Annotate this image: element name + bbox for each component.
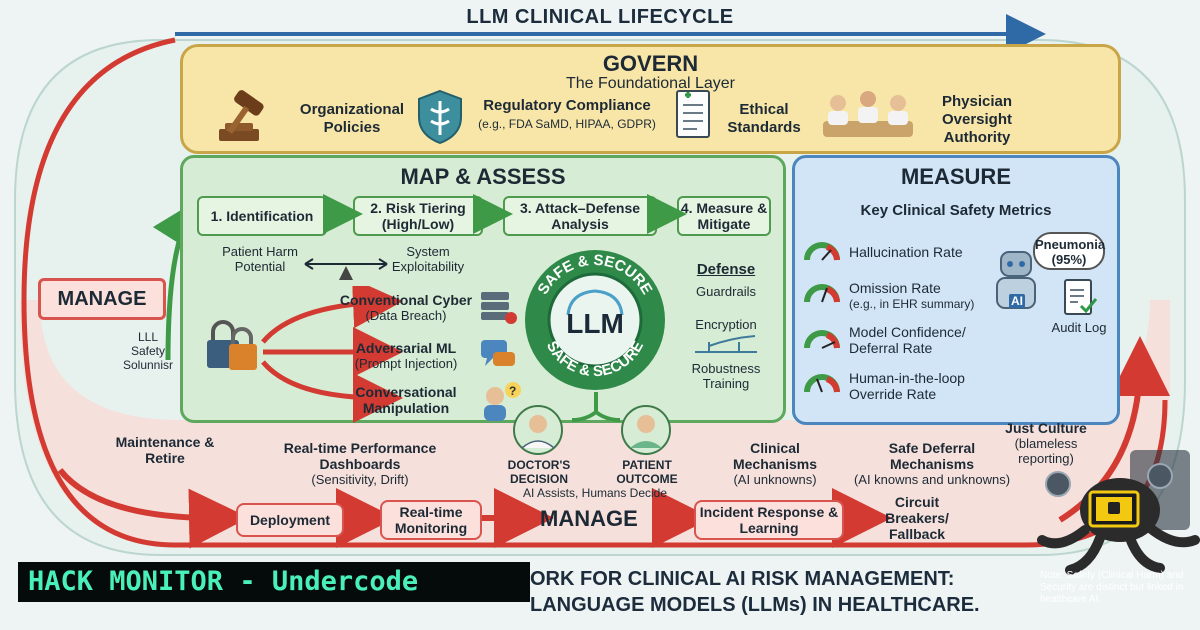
maintenance-label: Maintenance & Retire xyxy=(115,434,215,466)
patient-outcome-label: PATIENT OUTCOME xyxy=(616,458,678,486)
threat-arrows xyxy=(261,286,403,423)
defense-block: Defense Guardrails Encryption Robustness… xyxy=(678,261,774,392)
lock-caption: LLL Safety Solunnisr xyxy=(122,330,174,372)
footer-line-1: ORK FOR CLINICAL AI RISK MANAGEMENT: xyxy=(530,568,955,590)
threat-cyber-sub: (Data Breach) xyxy=(365,308,447,323)
physician-team-icon xyxy=(823,91,913,137)
doctor-decision-label: DOCTOR'S DECISION xyxy=(507,458,571,486)
decision-down-arrow xyxy=(571,392,621,422)
doctor-avatar xyxy=(513,405,563,455)
assist-caption: AI Assists, Humans Decide xyxy=(522,486,668,500)
balance-left-label: Patient Harm Potential xyxy=(222,244,298,274)
footer-title: ORK FOR CLINICAL AI RISK MANAGEMENT: LAN… xyxy=(530,566,1030,618)
audit-log-icon xyxy=(1064,279,1098,315)
hacker-octopus-logo xyxy=(1037,450,1200,575)
chat-bubble-icon xyxy=(481,340,515,366)
threat-adversarial-title: Adversarial ML xyxy=(355,340,457,356)
footer-note: Note: Safety (Clinical Harm) and Securit… xyxy=(1040,570,1184,605)
gauge-icon-hallucination xyxy=(804,242,840,261)
server-icon xyxy=(481,292,517,324)
safe-deferral: Safe Deferral Mechanisms (AI knowns and … xyxy=(852,440,1012,487)
deferral-title: Safe Deferral Mechanisms xyxy=(888,440,976,472)
threat-conversational: Conversational Manipulation xyxy=(331,384,481,416)
clinical-mechanisms: Clinical Mechanisms (AI unknowns) xyxy=(710,440,840,487)
shield-caduceus-icon xyxy=(418,89,462,145)
flow-deployment: Deployment xyxy=(236,503,344,537)
diagnosis-bubble: Pneumonia (95%) xyxy=(1033,232,1105,270)
llm-safe-secure-badge: SAFE & SECURE SAFE & SECURE LLM xyxy=(525,250,665,390)
metric-hallucination: Hallucination Rate xyxy=(849,244,963,260)
defense-guardrails: Guardrails xyxy=(696,284,756,299)
just-culture: Just Culture (blameless reporting) xyxy=(996,420,1096,466)
measure-title: MEASURE xyxy=(900,164,1011,189)
document-icon xyxy=(676,90,710,138)
watermark-banner: HACK MONITOR - Undercode xyxy=(18,562,530,602)
map-assess-panel: MAP & ASSESS 1. Identification 2. Risk T… xyxy=(180,155,786,423)
defense-encryption: Encryption xyxy=(695,317,757,332)
badge-center-label: LLM xyxy=(566,308,624,339)
gavel-icon xyxy=(219,90,264,141)
defense-title: Defense xyxy=(696,261,756,278)
robot-ai-label: AI xyxy=(1009,294,1025,308)
dashboards-title: Real-time Performance Dashboards xyxy=(283,440,437,472)
govern-item-ethical: Ethical Standards xyxy=(727,101,801,136)
audit-log-label: Audit Log xyxy=(1051,320,1107,335)
step-measure-mitigate: 4. Measure & Mitigate xyxy=(677,196,771,236)
govern-title: GOVERN xyxy=(602,51,699,76)
flow-incident: Incident Response & Learning xyxy=(694,500,844,540)
threat-conversational-title: Conversational Manipulation xyxy=(355,384,457,416)
govern-item-regulatory: Regulatory Compliance (e.g., FDA SaMD, H… xyxy=(467,97,667,133)
measure-subtitle: Key Clinical Safety Metrics xyxy=(860,202,1052,219)
svg-text:?: ? xyxy=(509,384,516,398)
flow-circuit-breakers: Circuit Breakers/ Fallback xyxy=(885,494,949,542)
footer-line-2: LANGUAGE MODELS (LLMs) IN HEALTHCARE. xyxy=(530,594,980,616)
metric-confidence: Model Confidence/ Deferral Rate xyxy=(849,324,966,356)
clinical-title: Clinical Mechanisms xyxy=(732,440,818,472)
just-title: Just Culture xyxy=(1005,420,1087,436)
defense-robustness: Robustness Training xyxy=(691,361,761,391)
dashboards-block: Real-time Performance Dashboards (Sensit… xyxy=(270,440,450,487)
threat-adversarial-sub: (Prompt Injection) xyxy=(354,356,458,371)
deferral-sub: (AI knowns and unknowns) xyxy=(853,472,1011,487)
govern-item-oversight: Physician Oversight Authority xyxy=(941,93,1013,146)
threat-cyber-title: Conventional Cyber xyxy=(339,292,473,308)
clinical-sub: (AI unknowns) xyxy=(733,472,817,487)
manage-left-label: MANAGE xyxy=(38,278,166,320)
gauge-icon-confidence xyxy=(804,330,840,349)
manage-center-label: MANAGE xyxy=(540,506,638,531)
robot-icon xyxy=(996,251,1036,309)
metric-omission-label: Omission Rate xyxy=(849,280,941,296)
gauge-icon-override xyxy=(804,374,840,393)
metric-omission-sub: (e.g., in EHR summary) xyxy=(849,297,975,311)
regulatory-sub: (e.g., FDA SaMD, HIPAA, GDPR) xyxy=(478,117,656,131)
gauge-icon-omission xyxy=(804,284,840,303)
growth-chart-icon xyxy=(695,335,757,353)
lifecycle-title: LLM CLINICAL LIFECYCLE xyxy=(466,6,734,28)
map-title: MAP & ASSESS xyxy=(400,164,566,189)
balance-scale-icon xyxy=(304,258,388,280)
regulatory-label: Regulatory Compliance xyxy=(483,97,651,114)
just-sub: (blameless reporting) xyxy=(1014,436,1078,466)
step-risk-tiering: 2. Risk Tiering (High/Low) xyxy=(353,196,483,236)
patient-avatar xyxy=(621,405,671,455)
step-identification: 1. Identification xyxy=(197,196,327,236)
govern-panel: GOVERN The Foundational Layer Organizati… xyxy=(180,44,1121,154)
dashboards-sub: (Sensitivity, Drift) xyxy=(311,472,409,487)
metric-override: Human-in-the-loop Override Rate xyxy=(849,370,965,402)
measure-panel: MEASURE Key Clinical Safety Metrics Hall… xyxy=(792,155,1120,425)
step-attack-defense: 3. Attack–Defense Analysis xyxy=(503,196,657,236)
flow-monitoring: Real-time Monitoring xyxy=(380,500,482,540)
threat-adversarial: Adversarial ML (Prompt Injection) xyxy=(331,340,481,371)
padlock-icon xyxy=(207,320,257,370)
threat-cyber: Conventional Cyber (Data Breach) xyxy=(331,292,481,323)
confused-person-icon: ? xyxy=(484,382,521,421)
step-arrows xyxy=(323,194,687,234)
govern-subtitle: The Foundational Layer xyxy=(566,75,735,92)
balance-right-label: System Exploitability xyxy=(391,244,465,274)
metric-omission: Omission Rate (e.g., in EHR summary) xyxy=(849,280,1019,312)
govern-item-policies: Organizational Policies xyxy=(299,101,405,136)
